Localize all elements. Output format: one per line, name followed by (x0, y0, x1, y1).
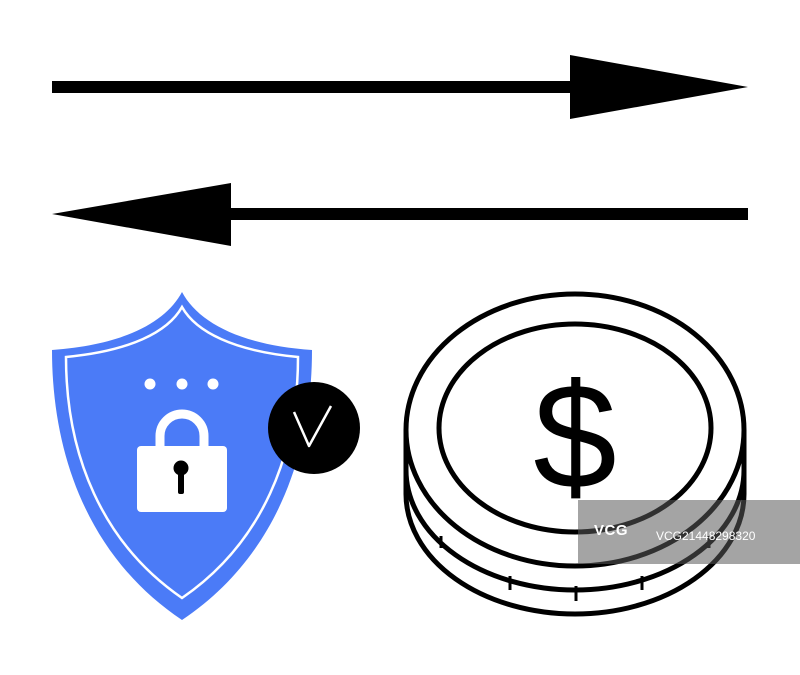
password-dots-icon (144, 378, 219, 390)
shield-icon (52, 292, 312, 620)
watermark-banner: VCG VCG21448298320 (578, 500, 800, 564)
watermark-brand: VCG (594, 522, 629, 539)
coin-symbol: $ (533, 352, 616, 520)
arrow-right-icon (52, 55, 748, 119)
padlock-icon (137, 409, 227, 512)
watermark-id: VCG21448298320 (656, 529, 756, 543)
arrow-left-icon (52, 183, 748, 246)
checkmark-icon (268, 382, 360, 474)
dollar-coin-icon: $ (403, 291, 747, 617)
